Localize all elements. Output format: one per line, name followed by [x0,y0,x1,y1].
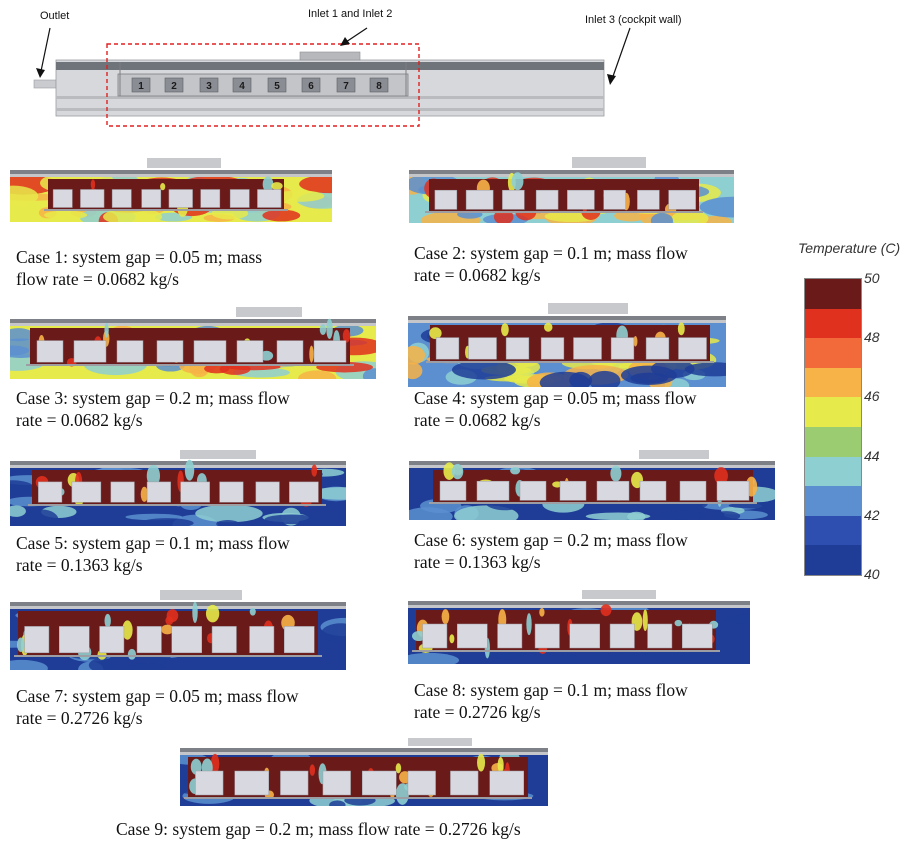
legend-tick-44: 44 [864,447,880,464]
legend-swatch [805,486,861,516]
legend-tick-50: 50 [864,270,880,286]
schematic: 1 2 3 4 5 6 7 8 Outlet Inlet 1 and Inlet 2 Inle… [0,0,922,140]
case-4-line1: Case 4: system gap = 0.05 m; mass flow [414,388,697,408]
block-4 [232,77,252,93]
case-6-panel [409,450,775,520]
outlet-stub [33,79,57,89]
block-6 [301,77,321,93]
case-3-panel [10,307,376,379]
outlet-arrow [39,27,51,77]
legend-swatch [805,545,861,575]
block-label-3: 3 [206,81,212,92]
inlet-top [299,51,361,61]
case-7-line1: Case 7: system gap = 0.05 m; mass flow [16,686,299,706]
case-3-caption: Case 3: system gap = 0.2 m; mass flow ra… [16,387,290,431]
block-7 [336,77,356,93]
block-3 [199,77,219,93]
case-7-panel [10,590,346,670]
highlight-box [106,43,420,127]
case-8-line1: Case 8: system gap = 0.1 m; mass flow [414,680,688,700]
case-5-line2: rate = 0.1363 kg/s [16,555,143,575]
case-3-line1: Case 3: system gap = 0.2 m; mass flow [16,388,290,408]
case-8-line2: rate = 0.2726 kg/s [414,702,541,722]
case-3-line2: rate = 0.0682 kg/s [16,410,143,430]
ceiling-duct [56,62,604,70]
case-9-caption: Case 9: system gap = 0.2 m; mass flow ra… [116,818,521,840]
block-label-2: 2 [171,81,177,92]
case-9-panel [180,738,548,806]
legend-tick-48: 48 [864,329,880,346]
case-7-caption: Case 7: system gap = 0.05 m; mass flow r… [16,685,299,729]
bottom-line [56,108,604,111]
outlet-label: Outlet [40,10,70,22]
case-8-caption: Case 8: system gap = 0.1 m; mass flow ra… [414,679,688,723]
block-5 [267,77,287,93]
legend-tick-40: 40 [864,566,880,582]
legend-colorbar [804,278,862,576]
case-2-caption: Case 2: system gap = 0.1 m; mass flow ra… [414,242,688,286]
case-4-caption: Case 4: system gap = 0.05 m; mass flow r… [414,387,697,431]
case-5-panel [10,450,346,526]
legend-swatch [805,397,861,427]
legend-swatch [805,308,861,339]
block-label-4: 4 [239,81,245,92]
block-label-7: 7 [343,81,349,92]
block-label-5: 5 [274,81,280,92]
block-label-8: 8 [376,81,382,92]
schematic-drawing: 1 2 3 4 5 6 7 8 [33,27,631,127]
case-1-line2: flow rate = 0.0682 kg/s [16,269,179,289]
case-6-line2: rate = 0.1363 kg/s [414,552,541,572]
case-6-caption: Case 6: system gap = 0.2 m; mass flow ra… [414,529,688,573]
case-1-panel [10,158,332,222]
case-2-line1: Case 2: system gap = 0.1 m; mass flow [414,243,688,263]
case-9-line1: Case 9: system gap = 0.2 m; mass flow ra… [116,819,521,839]
case-7-line2: rate = 0.2726 kg/s [16,708,143,728]
block-label-1: 1 [138,81,144,92]
legend-swatch [805,426,861,457]
legend-swatch [805,338,861,368]
case-4-panel [408,303,726,387]
block-label-6: 6 [308,81,314,92]
numbered-blocks: 1 2 3 4 5 6 7 8 [131,77,389,93]
equipment-rack [117,73,409,97]
legend-swatch [805,279,861,309]
case-2-line2: rate = 0.0682 kg/s [414,265,541,285]
inlet3-label: Inlet 3 (cockpit wall) [585,14,682,26]
block-2 [164,77,184,93]
case-1-caption: Case 1: system gap = 0.05 m; mass flow r… [16,246,262,290]
legend-tick-46: 46 [864,388,880,405]
legend-swatch [805,367,861,398]
legend-tick-42: 42 [864,506,880,523]
legend-swatch [805,515,861,546]
case-2-panel [409,157,734,223]
legend-title: Temperature (C) [798,240,901,256]
inlet3-arrow [610,27,631,83]
floor-line [56,96,604,99]
inlet12-label: Inlet 1 and Inlet 2 [308,8,393,20]
block-8 [369,77,389,93]
case-8-panel [408,590,750,664]
case-5-caption: Case 5: system gap = 0.1 m; mass flow ra… [16,532,290,576]
block-1 [131,77,151,93]
temperature-legend: Temperature (C) 50 48 46 44 42 40 [796,232,920,592]
case-5-line1: Case 5: system gap = 0.1 m; mass flow [16,533,290,553]
case-4-line2: rate = 0.0682 kg/s [414,410,541,430]
case-6-line1: Case 6: system gap = 0.2 m; mass flow [414,530,688,550]
legend-swatch [805,456,861,487]
case-1-line1: Case 1: system gap = 0.05 m; mass [16,247,263,267]
